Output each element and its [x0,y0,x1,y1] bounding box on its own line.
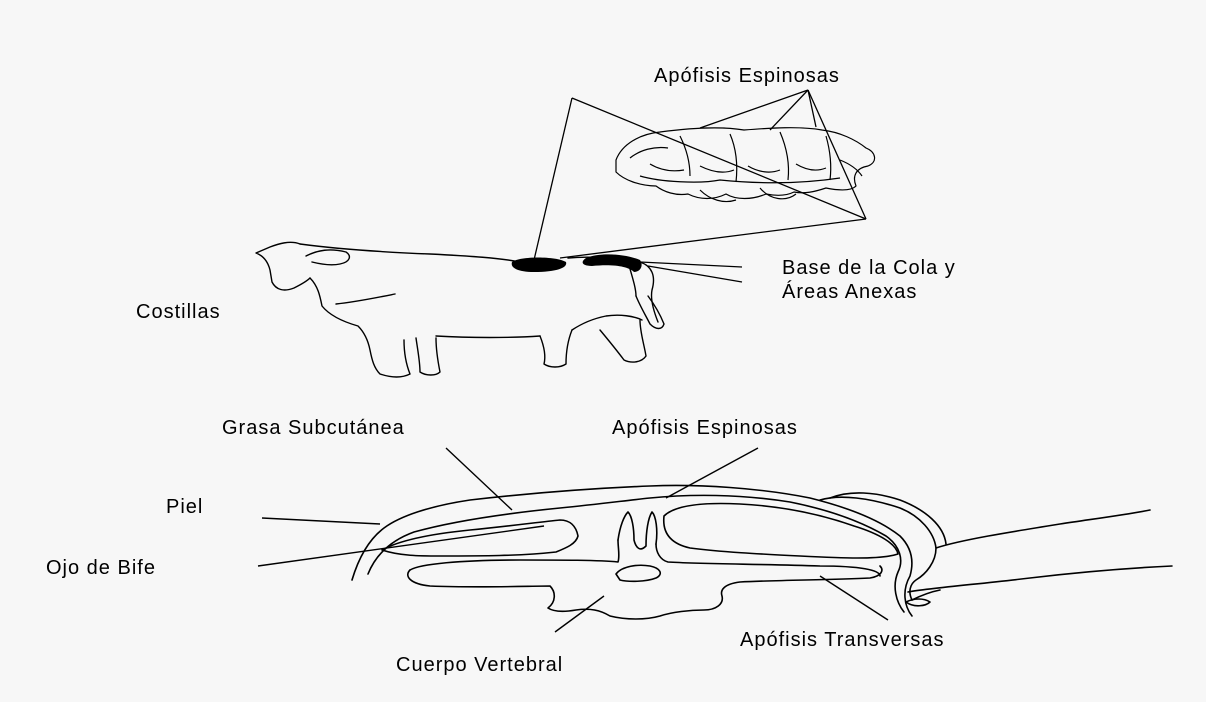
label-base-cola-line2: Áreas Anexas [782,280,917,304]
label-apofisis-espinosas-top: Apófisis Espinosas [654,64,840,88]
label-grasa-subcutanea: Grasa Subcutánea [222,416,405,440]
label-ojo-de-bife: Ojo de Bife [46,556,156,580]
label-apofisis-espinosas-bottom: Apófisis Espinosas [612,416,798,440]
label-apofisis-transversas: Apófisis Transversas [740,628,945,652]
label-cuerpo-vertebral: Cuerpo Vertebral [396,653,563,677]
label-base-cola-line1: Base de la Cola y [782,256,956,280]
label-piel: Piel [166,495,203,519]
label-costillas: Costillas [136,300,221,324]
